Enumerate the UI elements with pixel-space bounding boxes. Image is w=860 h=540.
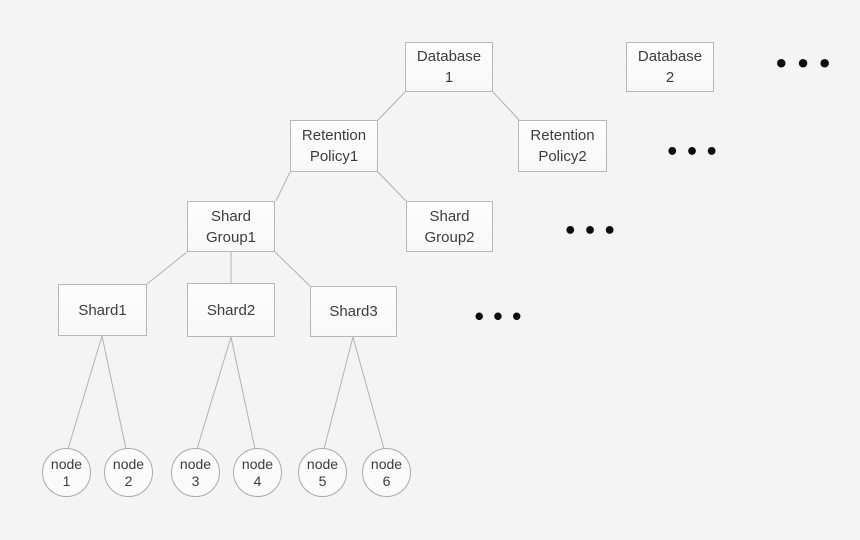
node-label: 4 [253, 472, 262, 489]
node-label: node [306, 455, 339, 472]
box-label: Database [637, 48, 703, 65]
connector [352, 336, 385, 450]
connector [377, 171, 407, 202]
connector [323, 336, 354, 450]
node-label: 1 [62, 472, 71, 489]
node-label: node [370, 455, 403, 472]
box-label: Shard [210, 207, 252, 225]
connector [377, 91, 406, 121]
box-label: Database [416, 48, 482, 65]
connector [275, 171, 291, 202]
box-label: Policy2 [538, 148, 587, 165]
node-label: node [50, 455, 83, 472]
node-label: node [241, 455, 274, 472]
node-circle-5: node 5 [298, 448, 347, 497]
box-label: Shard3 [329, 303, 378, 320]
node-label: 3 [191, 472, 200, 489]
box-label: Shard [429, 207, 470, 225]
box-label: Group1 [205, 228, 257, 246]
connector [146, 251, 188, 285]
node-label: node [179, 455, 212, 472]
connector [274, 251, 311, 287]
box-database-2: Database 2 [626, 42, 714, 92]
box-label: Policy1 [309, 148, 359, 165]
ellipsis-retention-policies: • • • [665, 139, 719, 165]
box-shard-3: Shard3 [310, 286, 397, 337]
box-label: Shard2 [206, 301, 256, 319]
connector [196, 336, 232, 450]
box-shard-group-1: Shard Group1 [187, 201, 275, 252]
node-circle-3: node 3 [171, 448, 220, 497]
box-database-1: Database 1 [405, 42, 493, 92]
box-label: 1 [444, 69, 454, 86]
box-shard-1: Shard1 [58, 284, 147, 336]
box-label: Retention [301, 127, 367, 144]
box-retention-policy-1: Retention Policy1 [290, 120, 378, 172]
box-retention-policy-2: Retention Policy2 [518, 120, 607, 172]
ellipsis-shards: • • • [472, 305, 524, 329]
box-label: Retention [530, 127, 595, 144]
box-label: Group2 [424, 228, 475, 246]
box-shard-2: Shard2 [187, 283, 275, 337]
node-label: node [112, 455, 145, 472]
node-circle-6: node 6 [362, 448, 411, 497]
connector [67, 335, 103, 450]
box-shard-group-2: Shard Group2 [406, 201, 493, 252]
connector [492, 91, 520, 121]
node-circle-2: node 2 [104, 448, 153, 497]
ellipsis-databases: • • • [773, 50, 833, 78]
ellipsis-shard-groups: • • • [563, 218, 617, 244]
box-label: 2 [665, 69, 675, 86]
node-label: 6 [382, 472, 391, 489]
connector [101, 335, 127, 450]
node-label: 5 [318, 472, 327, 489]
node-label: 2 [124, 472, 133, 489]
connector [230, 336, 256, 450]
box-label: Shard1 [78, 301, 127, 319]
node-circle-1: node 1 [42, 448, 91, 497]
node-circle-4: node 4 [233, 448, 282, 497]
